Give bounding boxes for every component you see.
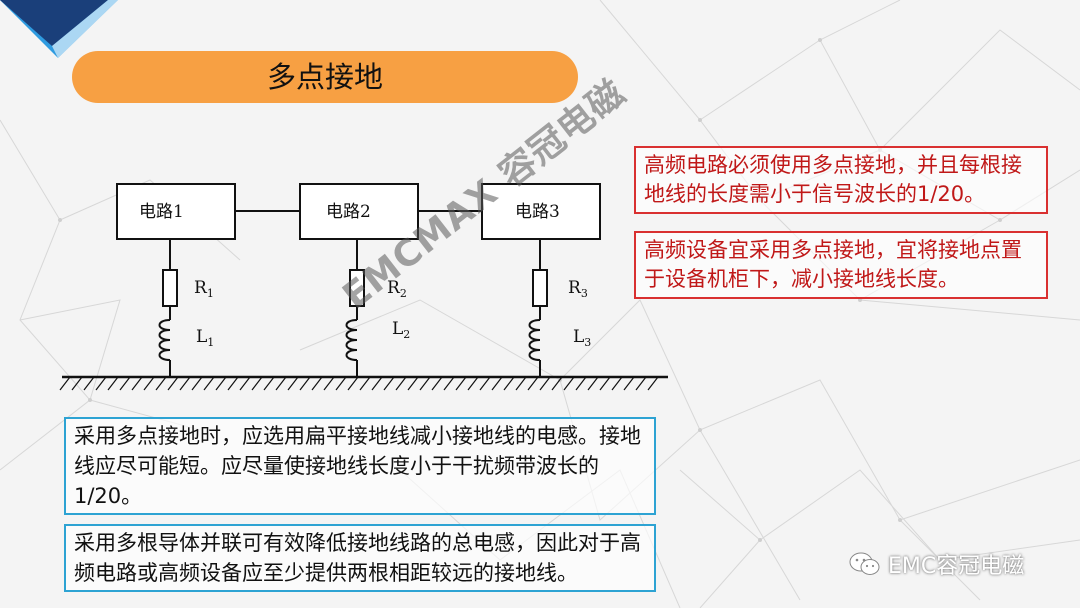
hatch-mark xyxy=(539,376,551,391)
hatch-mark xyxy=(371,376,383,391)
hatch-mark xyxy=(587,376,599,391)
inductor-l2 xyxy=(345,319,358,361)
label-l1: L1 xyxy=(196,327,214,349)
resistor-r3 xyxy=(532,269,548,307)
label-r3: R3 xyxy=(568,278,588,300)
hatch-mark xyxy=(575,376,587,391)
hatch-mark xyxy=(515,376,527,391)
hatch-mark xyxy=(623,376,635,391)
label-l2: L2 xyxy=(392,319,410,341)
footer-brand-label: EMC容冠电磁 xyxy=(888,554,1025,579)
hatch-mark xyxy=(311,376,323,391)
hatch-mark xyxy=(239,376,251,391)
hatch-mark xyxy=(419,376,431,391)
label-l3: L3 xyxy=(573,327,591,349)
hatch-mark xyxy=(527,376,539,391)
hatch-mark xyxy=(119,376,131,391)
hatch-mark xyxy=(611,376,623,391)
hatch-mark xyxy=(335,376,347,391)
hatch-mark xyxy=(107,376,119,391)
hatch-mark xyxy=(227,376,239,391)
title-pill xyxy=(72,51,578,103)
hatch-mark xyxy=(215,376,227,391)
hatch-mark xyxy=(71,376,83,391)
hatch-mark xyxy=(83,376,95,391)
hatch-mark xyxy=(59,376,71,391)
hatch-mark xyxy=(287,376,299,391)
hatch-mark xyxy=(191,376,203,391)
note-box-1: 高频电路必须使用多点接地，并且每根接地线的长度需小于信号波长的1/20。 xyxy=(634,146,1048,214)
hatch-mark xyxy=(275,376,287,391)
hatch-mark xyxy=(167,376,179,391)
hatch-mark xyxy=(599,376,611,391)
hatch-mark xyxy=(203,376,215,391)
footer-brand: EMC容冠电磁 xyxy=(848,548,1024,580)
hatch-mark xyxy=(563,376,575,391)
hatch-mark xyxy=(263,376,275,391)
inductor-l1 xyxy=(158,319,171,361)
hatch-mark xyxy=(143,376,155,391)
slide-title: 多点接地 xyxy=(266,60,383,94)
label-r2: R2 xyxy=(387,278,407,300)
hatch-mark xyxy=(455,376,467,391)
hatch-mark xyxy=(443,376,455,391)
explanation-box-2: 采用多根导体并联可有效降低接地线路的总电感，因此对于高频电路或高频设备应至少提供… xyxy=(64,524,656,592)
label-r1: R1 xyxy=(194,278,214,300)
circuit-label-1: 电路1 xyxy=(139,202,184,222)
hatch-mark xyxy=(179,376,191,391)
hatch-mark xyxy=(407,376,419,391)
hatch-mark xyxy=(503,376,515,391)
inductor-l3 xyxy=(528,319,541,361)
hatch-mark xyxy=(95,376,107,391)
hatch-mark xyxy=(251,376,263,391)
circuit-box-1 xyxy=(116,183,236,240)
corner-decoration xyxy=(0,0,118,58)
hatch-mark xyxy=(347,376,359,391)
hatch-mark xyxy=(635,376,647,391)
hatch-mark xyxy=(479,376,491,391)
hatch-mark xyxy=(467,376,479,391)
hatch-mark xyxy=(647,376,659,391)
hatch-mark xyxy=(491,376,503,391)
hatch-mark xyxy=(299,376,311,391)
circuit-label-2: 电路2 xyxy=(326,202,371,222)
hatch-mark xyxy=(431,376,443,391)
wechat-icon xyxy=(849,552,880,575)
circuit-box-3 xyxy=(481,183,601,240)
hatch-mark xyxy=(395,376,407,391)
hatch-mark xyxy=(155,376,167,391)
note-box-2: 高频设备宜采用多点接地，宜将接地点置于设备机柜下，减小接地线长度。 xyxy=(634,231,1048,299)
ground-hatching xyxy=(59,376,659,391)
hatch-mark xyxy=(359,376,371,391)
circuit-label-3: 电路3 xyxy=(515,202,560,222)
hatch-mark xyxy=(383,376,395,391)
hatch-mark xyxy=(551,376,563,391)
explanation-box-1: 采用多点接地时，应选用扁平接地线减小接地线的电感。接地线应尽可能短。应尽量使接地… xyxy=(64,417,656,515)
hatch-mark xyxy=(131,376,143,391)
resistor-r1 xyxy=(162,269,178,307)
hatch-mark xyxy=(323,376,335,391)
